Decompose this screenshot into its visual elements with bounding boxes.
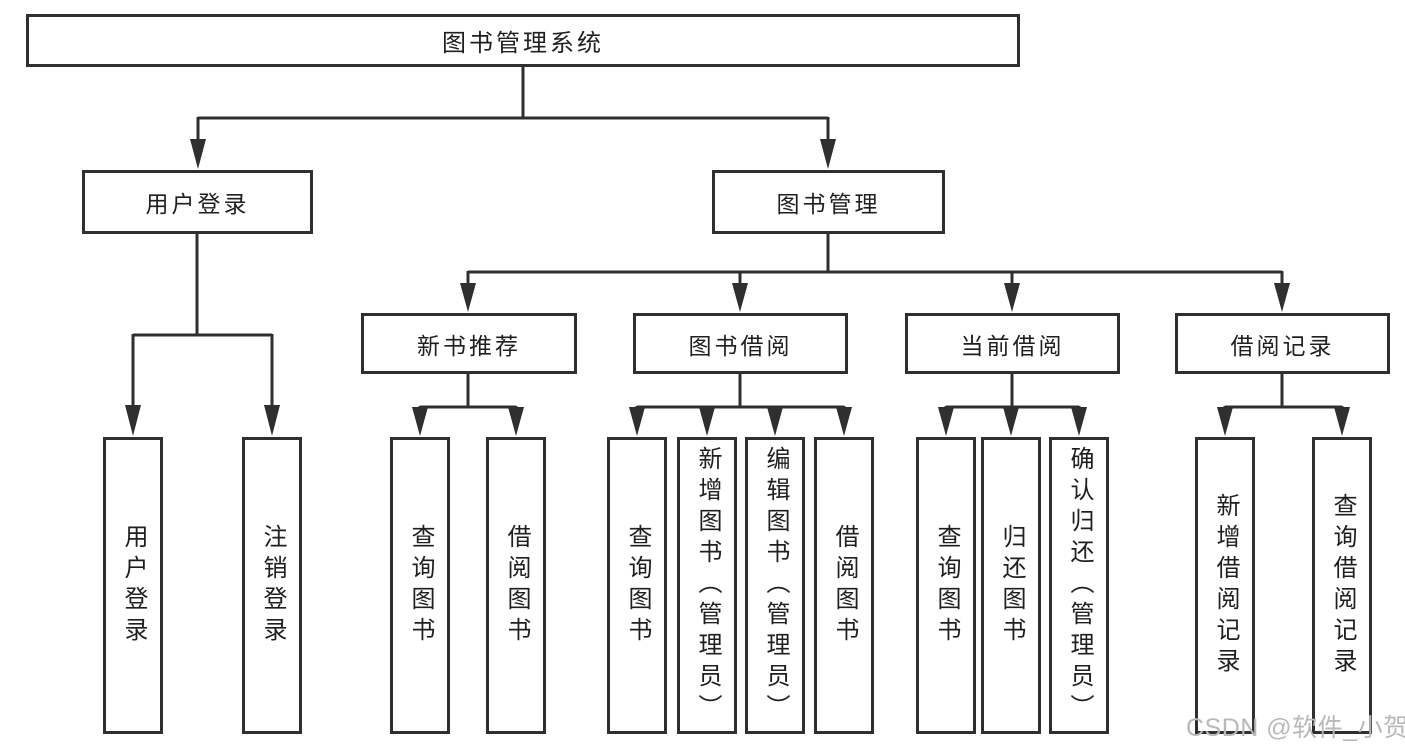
csdn-watermark: CSDN @软件_小贺同学 — [1186, 714, 1405, 742]
leaf-logout-label: 注销登录 — [259, 523, 286, 648]
leaf-edit-books-admin-label: 编辑图书（管理员） — [762, 446, 789, 725]
leaf-edit-books-admin: 编辑图书（管理员） — [745, 437, 805, 734]
leaf-borrow-books-1: 借阅图书 — [486, 437, 546, 734]
node-book-management: 图书管理 — [712, 170, 945, 234]
node-borrow-records-label: 借阅记录 — [1230, 332, 1335, 359]
leaf-user-login: 用户登录 — [103, 437, 163, 734]
leaf-query-borrow-record-label: 查询借阅记录 — [1329, 492, 1356, 679]
arrow-leaf — [412, 407, 428, 436]
leaf-borrow-books-2: 借阅图书 — [814, 437, 874, 734]
leaf-query-books-3: 查询图书 — [916, 437, 976, 734]
arrow-user-login — [190, 139, 206, 169]
node-root-label: 图书管理系统 — [442, 30, 604, 57]
leaf-add-books-admin-label: 新增图书（管理员） — [694, 446, 721, 725]
arrow-leaf — [629, 407, 645, 436]
leaf-borrow-books-1-label: 借阅图书 — [503, 523, 530, 648]
leaf-confirm-return-admin-label: 确认归还（管理员） — [1066, 446, 1093, 725]
leaf-query-books-1: 查询图书 — [390, 437, 450, 734]
connector-newbooks-stem — [418, 374, 518, 410]
node-book-borrowing: 图书借阅 — [633, 313, 848, 374]
node-current-borrowing-label: 当前借阅 — [960, 332, 1065, 359]
leaf-logout: 注销登录 — [242, 437, 302, 734]
leaf-query-books-2-label: 查询图书 — [624, 523, 651, 648]
arrow-leaf — [699, 407, 715, 436]
arrow-leaf — [1071, 407, 1087, 436]
connector-records-stem — [1223, 374, 1344, 410]
node-user-login-label: 用户登录 — [145, 191, 250, 217]
leaf-return-books: 归还图书 — [981, 437, 1041, 734]
leaf-user-login-label: 用户登录 — [120, 523, 147, 648]
node-book-borrowing-label: 图书借阅 — [688, 332, 793, 359]
arrow-leaf — [508, 407, 524, 436]
arrow-leaf-login — [125, 405, 141, 436]
connector-borrowing-stem — [635, 374, 846, 410]
arrow-newbooks — [460, 283, 476, 312]
arrow-leaf — [1003, 407, 1019, 436]
leaf-borrow-books-2-label: 借阅图书 — [831, 523, 858, 648]
arrow-leaf — [767, 407, 783, 436]
leaf-query-books-1-label: 查询图书 — [407, 523, 434, 648]
arrow-current — [1004, 283, 1020, 312]
node-new-book-recommend-label: 新书推荐 — [417, 332, 521, 359]
node-new-book-recommend: 新书推荐 — [361, 313, 577, 374]
node-borrow-records: 借阅记录 — [1175, 313, 1390, 374]
connector-current-stem — [944, 374, 1081, 410]
arrow-borrowing — [732, 283, 748, 312]
arrow-book-mgmt — [820, 139, 836, 169]
node-user-login: 用户登录 — [82, 170, 313, 234]
leaf-add-books-admin: 新增图书（管理员） — [677, 437, 737, 734]
leaf-add-borrow-record: 新增借阅记录 — [1195, 437, 1255, 734]
arrow-leaf-logout — [264, 405, 280, 436]
connector-login-branch — [131, 333, 274, 407]
leaf-confirm-return-admin: 确认归还（管理员） — [1049, 437, 1109, 734]
leaf-query-books-2: 查询图书 — [607, 437, 667, 734]
connector-l3-branch — [466, 270, 1284, 285]
arrow-records — [1274, 283, 1290, 312]
node-current-borrowing: 当前借阅 — [905, 313, 1120, 374]
arrow-leaf — [1217, 407, 1233, 436]
node-book-management-label: 图书管理 — [776, 191, 881, 217]
leaf-query-borrow-record: 查询借阅记录 — [1312, 437, 1372, 734]
leaf-return-books-label: 归还图书 — [998, 523, 1025, 648]
arrow-leaf — [836, 407, 852, 436]
arrow-leaf — [1334, 407, 1350, 436]
arrow-leaf — [938, 407, 954, 436]
leaf-query-books-3-label: 查询图书 — [933, 523, 960, 648]
connector-l2-branch — [196, 116, 830, 141]
node-root: 图书管理系统 — [26, 14, 1020, 67]
leaf-add-borrow-record-label: 新增借阅记录 — [1212, 492, 1239, 679]
